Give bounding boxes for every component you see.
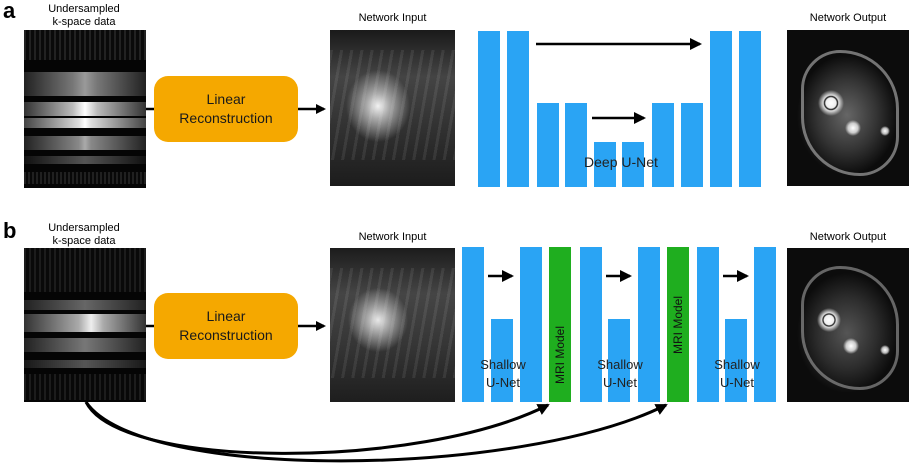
recon-b-line2: Reconstruction bbox=[179, 327, 273, 343]
kspace-caption-a-line2: k-space data bbox=[52, 16, 116, 28]
recon-a-line1: Linear bbox=[206, 91, 246, 107]
deep-unet-bar-6 bbox=[622, 142, 644, 187]
deep-unet-bar-1 bbox=[478, 31, 500, 187]
shallow-unet-2-bar-1 bbox=[580, 247, 602, 402]
deep-unet-bar-4 bbox=[565, 103, 587, 187]
kspace-image-a bbox=[24, 30, 146, 188]
network-input-image-a bbox=[330, 30, 455, 186]
network-input-caption-a: Network Input bbox=[358, 12, 427, 24]
network-output-caption-b: Network Output bbox=[809, 231, 887, 243]
recon-a-line2: Reconstruction bbox=[179, 110, 273, 126]
kspace-image-b bbox=[24, 248, 146, 402]
shallow-unet-3-bar-1 bbox=[697, 247, 719, 402]
shallow-unet-2-bar-2 bbox=[608, 319, 630, 402]
shallow-unet-2-bar-3 bbox=[638, 247, 660, 402]
deep-unet-bar-5 bbox=[594, 142, 616, 187]
linear-reconstruction-box-b: Linear Reconstruction bbox=[154, 293, 298, 359]
network-output-image-b bbox=[787, 248, 909, 402]
kspace-caption-b: Undersampled k-space data bbox=[24, 222, 144, 248]
shallow-unet-3-bar-3 bbox=[754, 247, 776, 402]
shallow-unet-2-label: Shallow U-Net bbox=[575, 356, 665, 392]
shallow-unet-3-label: Shallow U-Net bbox=[692, 356, 782, 392]
network-output-caption-a: Network Output bbox=[809, 12, 887, 24]
recon-b-line1: Linear bbox=[206, 308, 246, 324]
kspace-caption-b-line1: Undersampled bbox=[48, 222, 120, 234]
panel-letter-b: b bbox=[3, 218, 17, 243]
network-output-image-a bbox=[787, 30, 909, 186]
network-input-image-b bbox=[330, 248, 455, 402]
kspace-caption-a-line1: Undersampled bbox=[48, 3, 120, 15]
deep-unet-bar-9 bbox=[710, 31, 732, 187]
deep-unet-bar-10 bbox=[739, 31, 761, 187]
shallow-unet-2-line2: U-Net bbox=[603, 375, 637, 390]
kspace-to-mri-model-2-curve bbox=[84, 401, 668, 463]
mri-model-block-2 bbox=[667, 247, 689, 402]
deep-unet-bar-7 bbox=[652, 103, 674, 187]
shallow-unet-1-bar-1 bbox=[462, 247, 484, 402]
linear-reconstruction-box-a: Linear Reconstruction bbox=[154, 76, 298, 142]
shallow-unet-1-line2: U-Net bbox=[486, 375, 520, 390]
deep-unet-bar-3 bbox=[537, 103, 559, 187]
shallow-unet-2-line1: Shallow bbox=[597, 357, 643, 372]
shallow-unet-1-line1: Shallow bbox=[480, 357, 526, 372]
network-input-caption-b: Network Input bbox=[358, 231, 427, 243]
panel-letter-a: a bbox=[3, 0, 16, 23]
kspace-caption-a: Undersampled k-space data bbox=[24, 3, 144, 29]
shallow-unet-3-line2: U-Net bbox=[720, 375, 754, 390]
kspace-caption-b-line2: k-space data bbox=[52, 235, 116, 247]
shallow-unet-1-bar-3 bbox=[520, 247, 542, 402]
shallow-unet-1-bar-2 bbox=[491, 319, 513, 402]
shallow-unet-3-bar-2 bbox=[725, 319, 747, 402]
deep-unet-label: Deep U-Net bbox=[584, 154, 658, 170]
shallow-unet-3-line1: Shallow bbox=[714, 357, 760, 372]
deep-unet-bar-2 bbox=[507, 31, 529, 187]
shallow-unet-1-label: Shallow U-Net bbox=[458, 356, 548, 392]
deep-unet-bar-8 bbox=[681, 103, 703, 187]
mri-model-block-1 bbox=[549, 247, 571, 402]
kspace-to-mri-model-1-curve bbox=[84, 401, 550, 455]
